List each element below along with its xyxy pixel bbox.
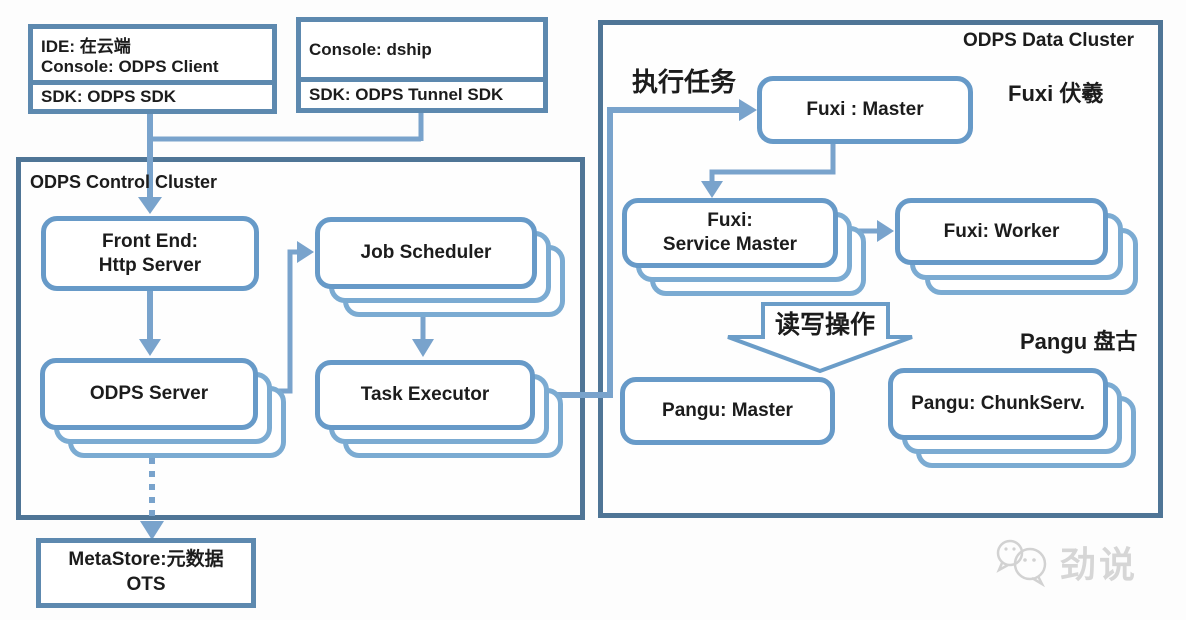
execute-task-label: 执行任务 [632, 68, 737, 97]
metastore-label-line2: OTS [126, 574, 166, 595]
fuxi-section-label: Fuxi 伏羲 [1008, 81, 1104, 106]
watermark-text: 劲说 [1060, 545, 1139, 585]
control-cluster-title: ODPS Control Cluster [30, 172, 218, 192]
metastore-label-line1: MetaStore:元数据 [68, 549, 224, 571]
console-odps-client-label: Console: ODPS Client [41, 57, 219, 76]
read-write-block-arrow [727, 302, 913, 374]
pangu-chunkserv-node: Pangu: ChunkServ. [888, 368, 1108, 440]
fuxi-service-master-node: Fuxi: Service Master [622, 198, 838, 268]
fuxi-master-node: Fuxi : Master [757, 76, 973, 144]
front-end-node: Front End: Http Server [41, 216, 259, 291]
taskexecutor-to-fuximaster-line [540, 107, 740, 398]
arrowhead-into-fuximaster [739, 99, 757, 121]
arrowhead-into-jobscheduler [297, 241, 314, 263]
arrowhead-into-worker [877, 220, 894, 242]
arrowhead-into-metastore [140, 521, 164, 540]
fuxi-worker-node: Fuxi: Worker [895, 198, 1108, 265]
front-end-label-line1: Front End: [101, 230, 199, 252]
data-cluster-title: ODPS Data Cluster [963, 30, 1135, 51]
watermark: 劲说 [990, 536, 1138, 588]
metastore-box: MetaStore:元数据 OTS [36, 538, 256, 608]
arrowhead-into-taskexecutor [412, 339, 434, 357]
fuxi-service-master-label-line1: Fuxi: [707, 210, 753, 232]
read-write-label: 读写操作 [774, 312, 875, 339]
dship-client-box: Console: dship SDK: ODPS Tunnel SDK [296, 17, 548, 113]
ide-client-box: IDE: 在云端 Console: ODPS Client SDK: ODPS … [28, 24, 277, 114]
fuximaster-to-servicemaster-line [709, 144, 836, 182]
fuxi-service-master-label-line2: Service Master [662, 234, 798, 255]
odps-sdk-label: SDK: ODPS SDK [41, 87, 177, 106]
task-executor-node: Task Executor [315, 360, 535, 430]
ide-label: IDE: 在云端 [41, 37, 131, 56]
pangu-master-node: Pangu: Master [620, 377, 835, 445]
arrowhead-into-odpsserver [139, 339, 161, 356]
wechat-icon [996, 539, 1047, 588]
job-scheduler-node: Job Scheduler [315, 217, 537, 289]
ide-client-upper-section: IDE: 在云端 Console: ODPS Client [33, 29, 272, 85]
tunnel-sdk-label: SDK: ODPS Tunnel SDK [309, 85, 504, 104]
front-end-label-line2: Http Server [98, 254, 202, 276]
arrowhead-into-frontend [138, 197, 162, 214]
arrowhead-into-servicemaster [701, 181, 723, 198]
pangu-section-label: Pangu 盘古 [1020, 329, 1138, 354]
console-dship-label: Console: dship [301, 22, 543, 82]
odps-server-node: ODPS Server [40, 358, 258, 430]
